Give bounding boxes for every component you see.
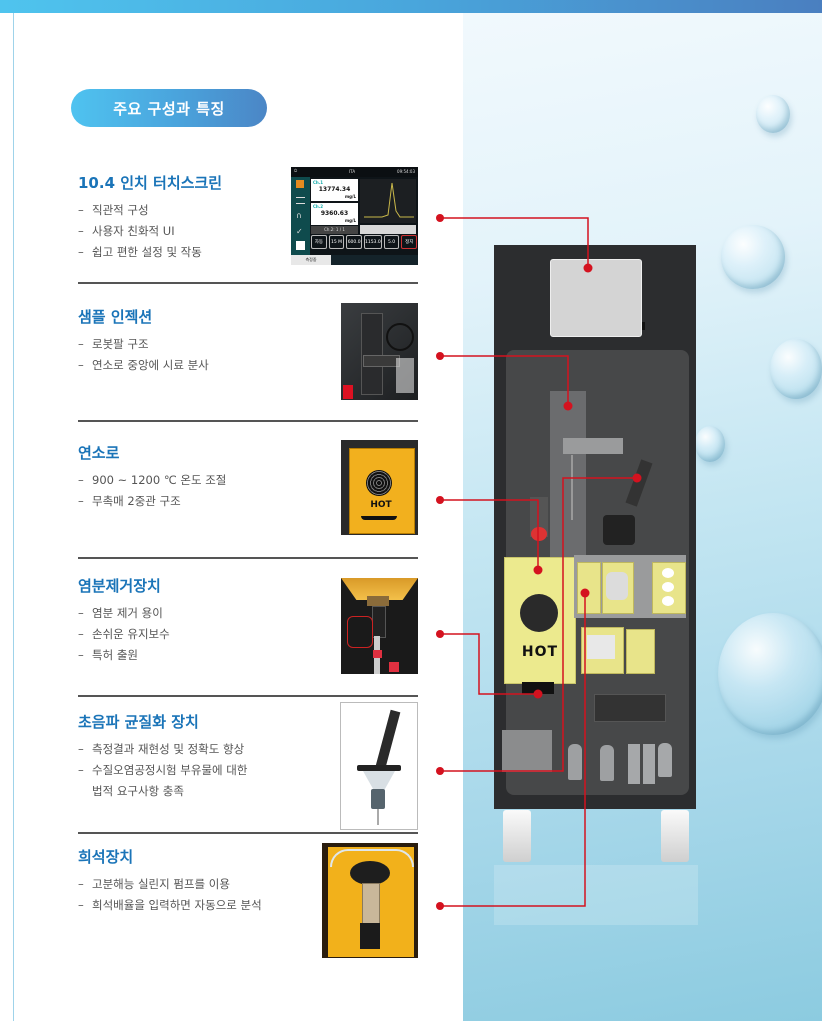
bullet-item: –900 ~ 1200 ℃ 온도 조절: [78, 473, 227, 487]
settings-icon: [296, 197, 305, 204]
cooler-button: 5.0: [383, 235, 400, 249]
section-divider: [78, 832, 418, 834]
feature-bullets: –측정결과 재현성 및 정확도 향상 –수질오염공정시험 부유물에 대한 법적 …: [78, 739, 247, 802]
valve-plate: [577, 562, 601, 614]
fan-icon: [366, 470, 392, 496]
filter-cylinder: [643, 744, 655, 784]
screen-sidebar: ∩ ✓: [291, 177, 310, 255]
bullet-item: –특허 출원: [78, 648, 138, 662]
bullet-item: –희석배율을 입력하면 자동으로 분석: [78, 898, 262, 912]
left-margin-rule: [13, 13, 14, 1021]
red-fitting: [531, 527, 547, 541]
status-bar: Ch.2: 1 / 1: [311, 226, 358, 234]
ch1-card: Ch.1 13774.34 mg/L: [311, 179, 358, 201]
connector: [662, 568, 674, 578]
screen-buttons: 자동 15 M 600.0 1153.0 5.0 정지: [311, 235, 418, 249]
stop-icon: [296, 241, 305, 250]
peak-graph: [360, 179, 416, 223]
bullet-continuation: 법적 요구사항 충족: [92, 784, 184, 798]
bullet-item: –직관적 구성: [78, 203, 149, 217]
feature-title: 샘플 인젝션: [78, 308, 153, 326]
touchscreen-photo: ⏻ ITA 09:54:03 ∩ ✓ Ch.1 13774.34 mg/L Ch…: [291, 167, 418, 265]
robot-arm: [550, 391, 586, 561]
furnace-base: [522, 682, 554, 694]
bullet-item: –수질오염공정시험 부유물에 대한: [78, 763, 248, 777]
bullet-item: –손쉬운 유지보수: [78, 627, 170, 641]
bullet-item: –고분해능 실린지 펌프를 이용: [78, 877, 230, 891]
summary-box: [360, 225, 416, 234]
injector-rod: [571, 455, 573, 520]
cabinet-foot-right: [661, 810, 689, 862]
dilution-syringe-pump-photo: [322, 843, 418, 958]
section-divider: [78, 695, 418, 697]
floor-reflection: [494, 865, 698, 925]
water-drop: [770, 339, 822, 399]
feature-title: 10.4 인치 터치스크린: [78, 174, 223, 192]
section-divider: [78, 557, 418, 559]
furnace-photo: HOT: [341, 440, 418, 535]
feature-title: 초음파 균질화 장치: [78, 713, 199, 731]
filter-cylinder: [658, 743, 672, 777]
home-icon: [296, 180, 304, 188]
mode-button: 자동: [311, 235, 327, 249]
feature-bullets: –직관적 구성 –사용자 친화적 UI –쉽고 편한 설정 및 작동: [78, 200, 202, 263]
feature-bullets: –로봇팔 구조 –연소로 중앙에 시료 분사: [78, 334, 209, 376]
water-drop: [756, 95, 790, 133]
water-drop: [695, 426, 725, 462]
feature-bullets: –염분 제거 용이 –손쉬운 유지보수 –특허 출원: [78, 603, 170, 666]
chloride-removal-photo: [341, 578, 418, 674]
valve-block-plate: [626, 629, 655, 674]
filter-cylinder: [628, 744, 640, 784]
screen-time: 09:54:03: [397, 169, 415, 174]
sample-injection-photo: [341, 303, 418, 400]
water-drop: [721, 225, 785, 289]
filter-cylinder: [568, 744, 582, 780]
peristaltic-pump: [606, 572, 628, 600]
water-drop: [718, 613, 822, 735]
feature-bullets: –고분해능 실린지 펌프를 이용 –희석배율을 입력하면 자동으로 분석: [78, 874, 262, 916]
cabinet-foot-left: [503, 810, 531, 862]
section-divider: [78, 420, 418, 422]
furnace-logo: HOT: [521, 644, 559, 660]
furnace-button: 1153.0: [363, 235, 382, 249]
check-icon: ✓: [296, 227, 303, 236]
side-switch: [642, 322, 645, 330]
status-button: 정지: [401, 235, 418, 249]
screen-bottom-bar: 측정중: [291, 255, 418, 265]
power-icon: ⏻: [294, 168, 298, 173]
bullet-item: –로봇팔 구조: [78, 337, 149, 351]
peak-icon: ∩: [296, 211, 302, 220]
feature-title: 희석장치: [78, 848, 134, 866]
bullet-item: –사용자 친화적 UI: [78, 224, 175, 238]
furnace-unit: HOT: [504, 557, 576, 684]
section-divider: [78, 282, 418, 284]
fan-icon: [520, 594, 558, 632]
screen-brand: ITA: [349, 169, 356, 174]
bullet-item: –연소로 중앙에 시료 분사: [78, 358, 209, 372]
bullet-item: –염분 제거 용이: [78, 606, 163, 620]
feature-title: 염분제거장치: [78, 577, 161, 595]
bullet-item: –쉽고 편한 설정 및 작동: [78, 245, 202, 259]
ultrasonic-homogenizer-photo: [340, 702, 418, 830]
connector: [662, 596, 674, 606]
bullet-item: –측정결과 재현성 및 정확도 향상: [78, 742, 245, 756]
section-heading-pill: 주요 구성과 특징: [71, 89, 267, 127]
analyzer-screen-panel: [550, 259, 642, 337]
robot-arm-head: [563, 438, 623, 454]
syringe-pump: [587, 635, 615, 659]
air-button: 600.0: [346, 235, 362, 249]
feature-title: 연소로: [78, 444, 120, 462]
period-button: 15 M: [328, 235, 345, 249]
filter-cylinder: [600, 745, 614, 781]
ch2-card: Ch.2 9360.63 mg/L: [311, 203, 358, 225]
homogenizer-base: [603, 515, 635, 545]
bullet-item: –무촉매 2중관 구조: [78, 494, 181, 508]
furnace-logo: HOT: [370, 500, 392, 510]
solenoid-block: [594, 694, 666, 722]
top-gradient-bar: [0, 0, 822, 13]
connector: [662, 582, 674, 592]
feature-bullets: –900 ~ 1200 ℃ 온도 조절 –무촉매 2중관 구조: [78, 470, 226, 512]
screen-tab: 측정중: [291, 255, 331, 265]
bottom-cover-plate: [502, 730, 552, 772]
